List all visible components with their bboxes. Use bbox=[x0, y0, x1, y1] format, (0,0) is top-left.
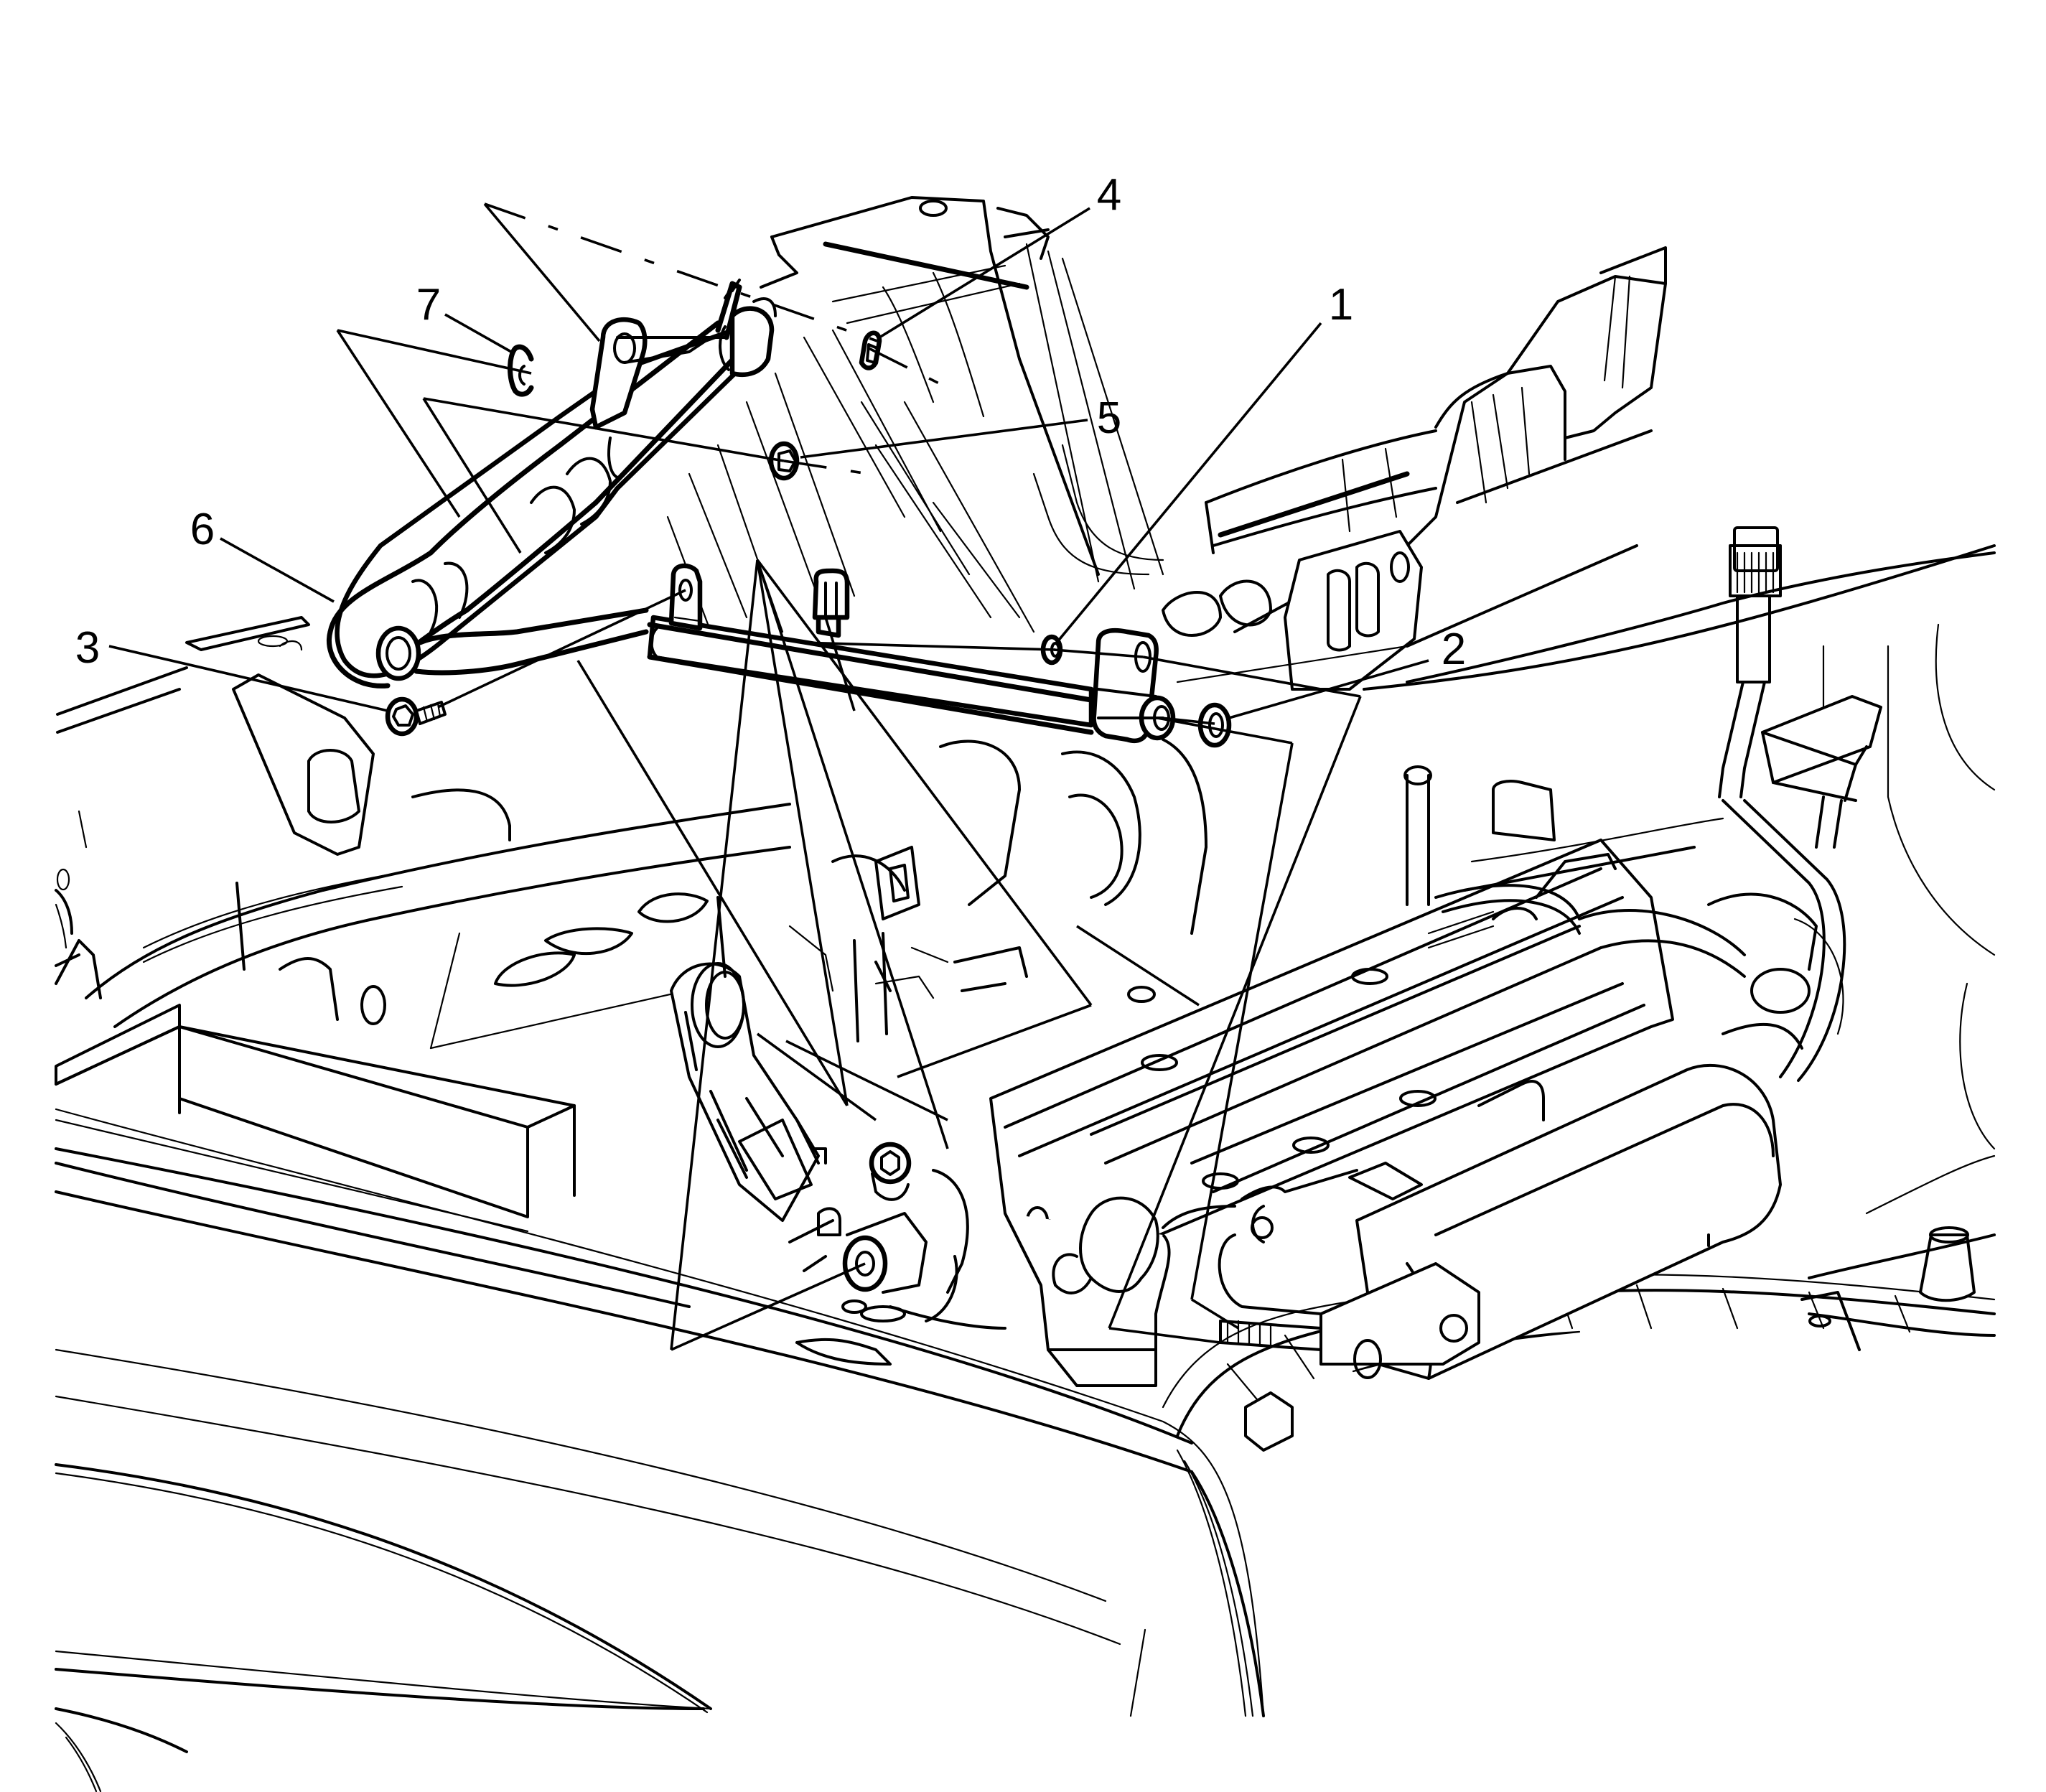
leader-5 bbox=[800, 419, 1088, 459]
callout-leaders bbox=[108, 207, 1429, 719]
cam-cover bbox=[989, 765, 1996, 1380]
fuel-line-connector bbox=[1363, 526, 1996, 1082]
leader-4 bbox=[879, 207, 1090, 339]
callout-1-label: 1 bbox=[1328, 280, 1354, 330]
callout-3-label: 3 bbox=[75, 623, 101, 673]
radiator-support bbox=[55, 1004, 691, 1308]
cowl-panel bbox=[666, 196, 1164, 633]
frame-rail bbox=[55, 803, 791, 1050]
callout-4-label: 4 bbox=[1096, 170, 1122, 220]
alignment-lines bbox=[336, 202, 1362, 1351]
harness-trough bbox=[1162, 246, 1996, 691]
callout-5-label: 5 bbox=[1096, 393, 1122, 443]
callout-7-label: 7 bbox=[416, 280, 442, 330]
hose-assembly bbox=[327, 279, 777, 689]
leader-7 bbox=[444, 313, 512, 353]
engine-mount-bracket bbox=[670, 738, 1294, 1452]
leader-6 bbox=[220, 537, 335, 603]
callout-2-label: 2 bbox=[1441, 625, 1467, 674]
leader-3 bbox=[108, 645, 388, 712]
leader-2 bbox=[1228, 659, 1429, 719]
callout-6-label: 6 bbox=[190, 505, 215, 554]
left-wheelhouse bbox=[56, 616, 511, 891]
leader-1 bbox=[1055, 322, 1322, 644]
